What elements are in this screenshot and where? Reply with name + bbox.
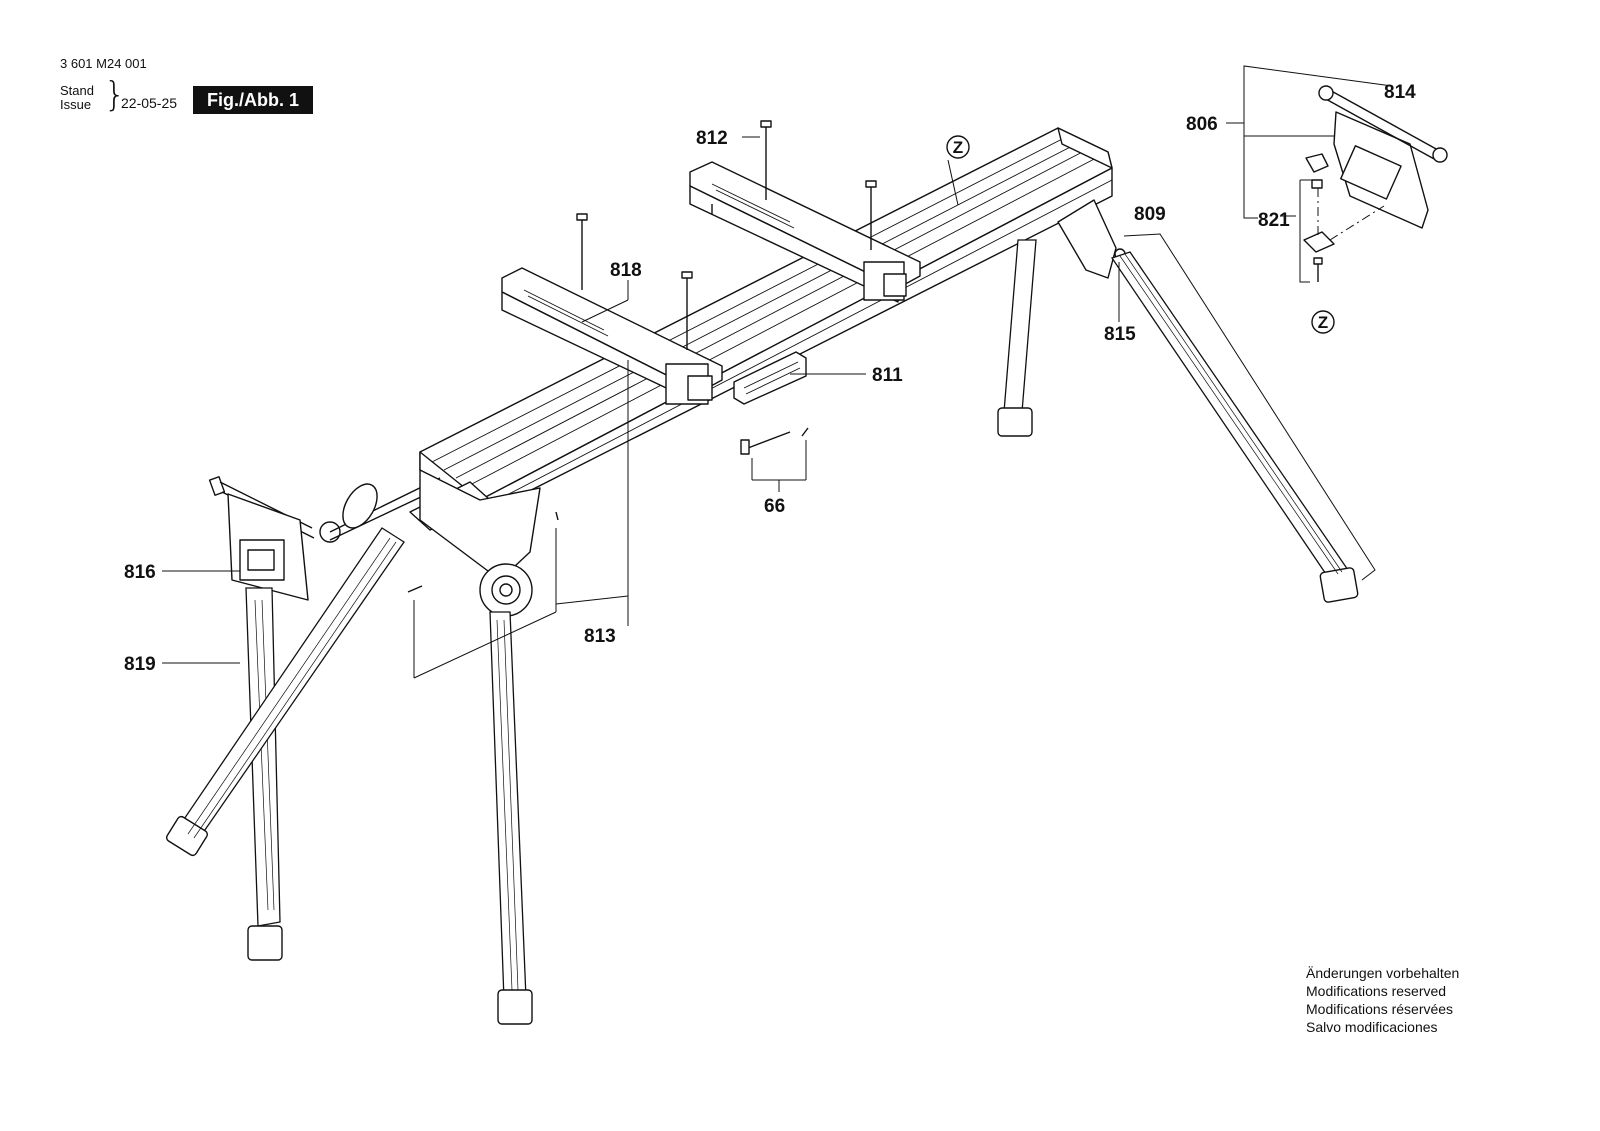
label-811: 811 [872, 365, 903, 386]
label-814: 814 [1384, 82, 1416, 103]
label-818: 818 [610, 260, 642, 281]
stand-issue-labels: Stand Issue [60, 84, 94, 112]
label-813: 813 [584, 626, 616, 647]
clamp-811 [733, 351, 807, 405]
label-816: 816 [124, 562, 156, 583]
rear-bracket [1057, 199, 1126, 279]
z-marker-main: Z [946, 135, 970, 159]
note-de: Änderungen vorbehalten [1306, 965, 1460, 981]
leg-rear-vertical [997, 239, 1037, 437]
stand-label: Stand [60, 83, 94, 98]
z-marker-detail-text: Z [1318, 313, 1328, 332]
issue-label: Issue [60, 97, 92, 112]
part-labels: 812 818 811 66 816 819 813 809 815 806 8… [124, 82, 1416, 675]
pins-66 [740, 427, 809, 492]
document-number: 3 601 M24 001 [60, 56, 147, 71]
screws-813 [407, 360, 629, 679]
note-en: Modifications reserved [1306, 983, 1447, 999]
leader-809 [1123, 233, 1376, 581]
label-812: 812 [696, 128, 728, 149]
leader-lines [162, 136, 1120, 664]
label-806: 806 [1186, 114, 1218, 135]
z-marker-detail: Z [1311, 310, 1335, 334]
figure-badge: Fig./Abb. 1 [193, 86, 313, 114]
leg-809-rear-diagonal [1110, 251, 1359, 603]
leg-front-middle [489, 611, 533, 1025]
z-marker-main-text: Z [953, 138, 963, 157]
support-arm-lower [501, 267, 723, 405]
support-arm-upper [689, 161, 921, 303]
label-819: 819 [124, 654, 156, 675]
leg-diagonal-front [165, 527, 405, 857]
label-66: 66 [764, 496, 785, 517]
main-rail [419, 127, 1113, 516]
issue-date: 22-05-25 [121, 95, 178, 111]
label-809: 809 [1134, 204, 1166, 225]
note-fr: Modifications réservées [1306, 1001, 1454, 1017]
brace-glyph: } [104, 75, 126, 115]
label-815: 815 [1104, 324, 1136, 345]
modification-notes: Änderungen vorbehalten Modifications res… [1306, 964, 1459, 1036]
leg-819 [245, 587, 283, 961]
label-821: 821 [1258, 210, 1290, 231]
detail-inset [1226, 65, 1448, 283]
bolts [576, 120, 877, 350]
note-es: Salvo modificaciones [1306, 1019, 1438, 1035]
